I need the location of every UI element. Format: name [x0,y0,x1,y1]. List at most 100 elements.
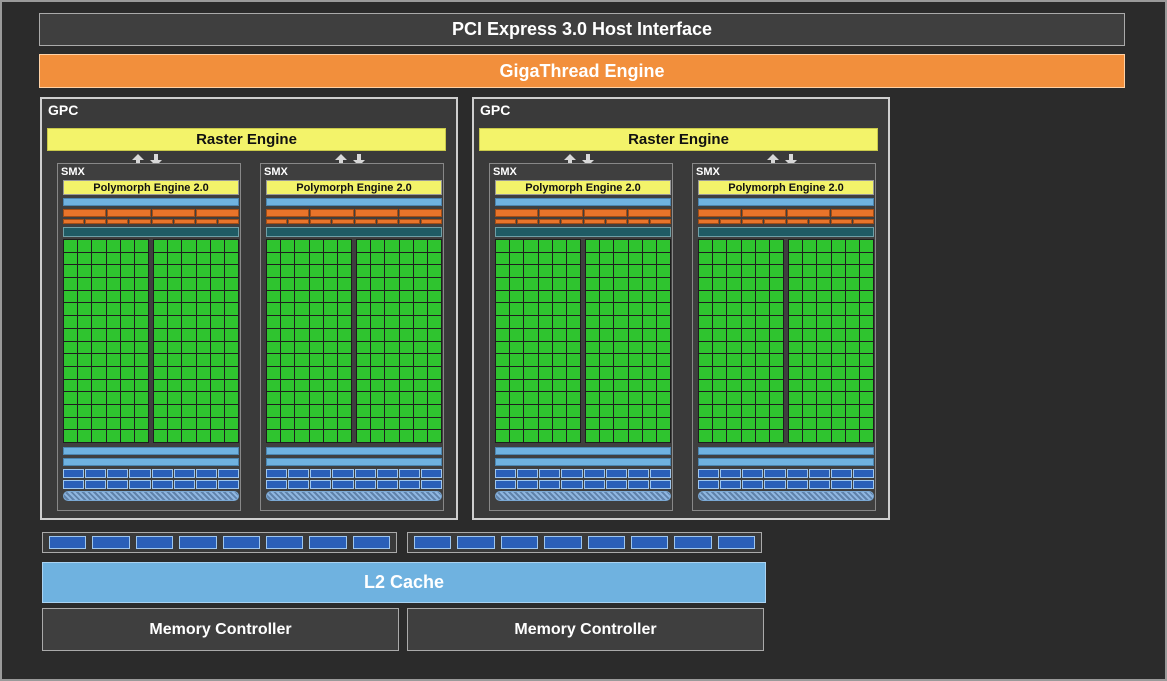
cuda-core [371,417,385,430]
cuda-core [371,252,385,265]
interconnect-network [266,447,442,455]
cuda-core [267,354,281,366]
cuda-core [727,430,741,442]
cuda-core [182,278,196,290]
cuda-core [699,303,713,316]
cuda-core [831,240,845,252]
cuda-core [628,366,642,379]
memory-controller: Memory Controller [42,608,399,651]
cuda-core [413,316,427,328]
cuda-core [566,341,580,354]
cuda-core [496,290,510,303]
cuda-core [741,392,755,404]
cuda-core [789,316,803,328]
cuda-core [267,366,281,379]
cuda-core [399,290,413,303]
cuda-core [510,290,524,303]
cuda-core [496,417,510,430]
cuda-core [586,328,600,341]
cuda-core [552,265,566,278]
cuda-core [628,252,642,265]
cuda-core [727,290,741,303]
cuda-core [168,265,182,278]
cuda-core [803,392,817,404]
cuda-core [281,303,295,316]
cuda-core [196,430,210,442]
cuda-core [845,328,859,341]
texture-unit-row [63,480,239,489]
cuda-core [106,278,120,290]
cuda-core [154,316,168,328]
cuda-core [399,379,413,392]
cuda-core [699,430,713,442]
cuda-core [323,252,337,265]
cuda-core [120,417,134,430]
cuda-core [552,404,566,417]
cuda-core [769,265,783,278]
cuda-core [182,328,196,341]
cuda-core [134,265,148,278]
cuda-core [106,316,120,328]
cuda-core [789,240,803,252]
cuda-core [92,366,106,379]
cuda-core [510,328,524,341]
polymorph-engine: Polymorph Engine 2.0 [495,180,671,195]
cuda-core [831,303,845,316]
cuda-core [295,341,309,354]
cuda-core [859,392,873,404]
cuda-core [224,379,238,392]
cuda-core [154,417,168,430]
cuda-core [755,404,769,417]
cuda-core [210,404,224,417]
cuda-core [803,278,817,290]
cuda-core [92,328,106,341]
cuda-core [656,328,670,341]
cuda-core [713,265,727,278]
cuda-core [399,392,413,404]
cuda-core [337,417,351,430]
cuda-core [741,366,755,379]
cuda-core [92,252,106,265]
shared-memory-l1 [63,458,239,466]
cuda-core [182,417,196,430]
cuda-core [120,366,134,379]
cuda-core [803,417,817,430]
cuda-core [196,366,210,379]
cuda-core [524,278,538,290]
cuda-core [552,240,566,252]
cuda-core [210,290,224,303]
cuda-core [134,316,148,328]
cuda-core [524,328,538,341]
cuda-core [371,430,385,442]
cuda-core [642,379,656,392]
cuda-core [566,278,580,290]
cuda-core [154,290,168,303]
cuda-core-grid [63,239,149,443]
cuda-core [323,417,337,430]
cuda-core [267,290,281,303]
cuda-core [357,379,371,392]
cuda-core [614,417,628,430]
cuda-core [566,392,580,404]
cuda-core [845,265,859,278]
cuda-core [496,328,510,341]
cuda-core [120,240,134,252]
cuda-core [210,240,224,252]
cuda-core [831,328,845,341]
cuda-core [168,392,182,404]
cuda-core [755,303,769,316]
cuda-core [510,430,524,442]
cuda-core [699,379,713,392]
cuda-core [78,328,92,341]
cuda-core [210,430,224,442]
cuda-core [496,316,510,328]
cuda-core [552,316,566,328]
cuda-core [182,354,196,366]
cuda-core [496,278,510,290]
cuda-core [741,341,755,354]
cuda-core [538,341,552,354]
cuda-core [357,404,371,417]
cuda-core [413,430,427,442]
cuda-core [64,303,78,316]
cuda-core [755,417,769,430]
